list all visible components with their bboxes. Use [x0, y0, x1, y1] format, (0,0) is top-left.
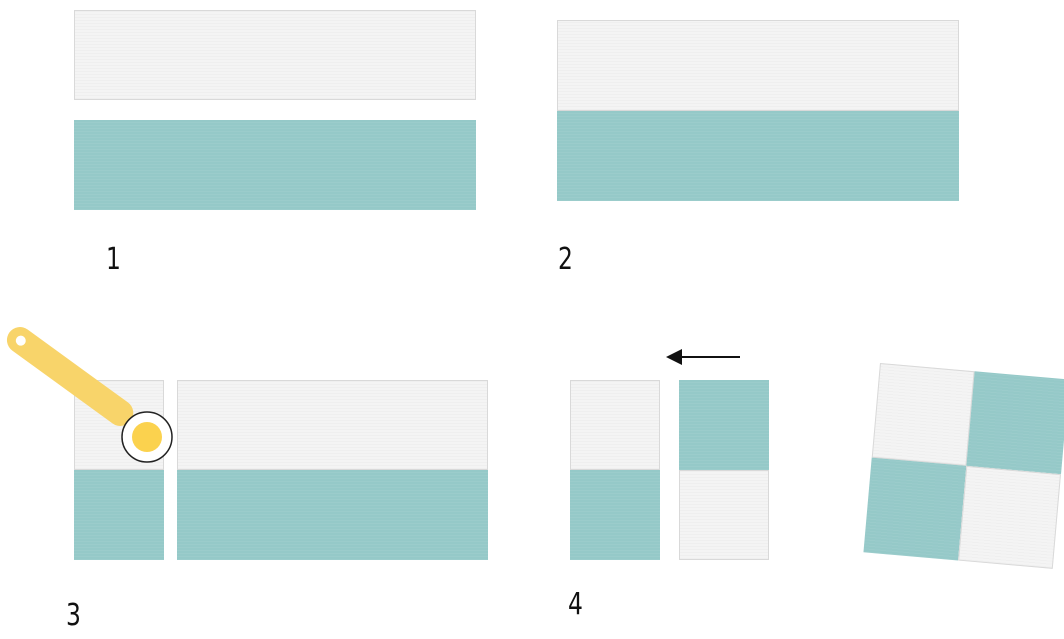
step4-right-segment-teal	[679, 380, 769, 470]
step4-right-segment-white	[679, 470, 769, 560]
step4-left-segment-white	[570, 380, 660, 470]
arrow-left-icon	[666, 349, 740, 365]
block-top-left	[871, 363, 975, 466]
step4-left-segment-teal	[570, 470, 660, 560]
step-3-label: 3	[66, 598, 81, 633]
step-2-label: 2	[558, 242, 573, 277]
block-bottom-left	[863, 457, 967, 561]
block-bottom-right	[958, 465, 1061, 569]
step-1-label: 1	[106, 242, 121, 277]
step2-white-strip	[557, 20, 959, 111]
step3-cut-segment-teal	[74, 470, 164, 560]
step1-teal-strip	[74, 120, 476, 210]
step1-white-strip	[74, 10, 476, 100]
step-4-label: 4	[568, 587, 583, 622]
step3-remaining-white	[177, 380, 488, 470]
block-top-right	[966, 371, 1064, 475]
step2-teal-strip	[557, 111, 959, 201]
rotary-cutter-icon	[6, 327, 173, 463]
four-patch-block	[863, 363, 1064, 569]
step3-remaining-teal	[177, 470, 488, 560]
